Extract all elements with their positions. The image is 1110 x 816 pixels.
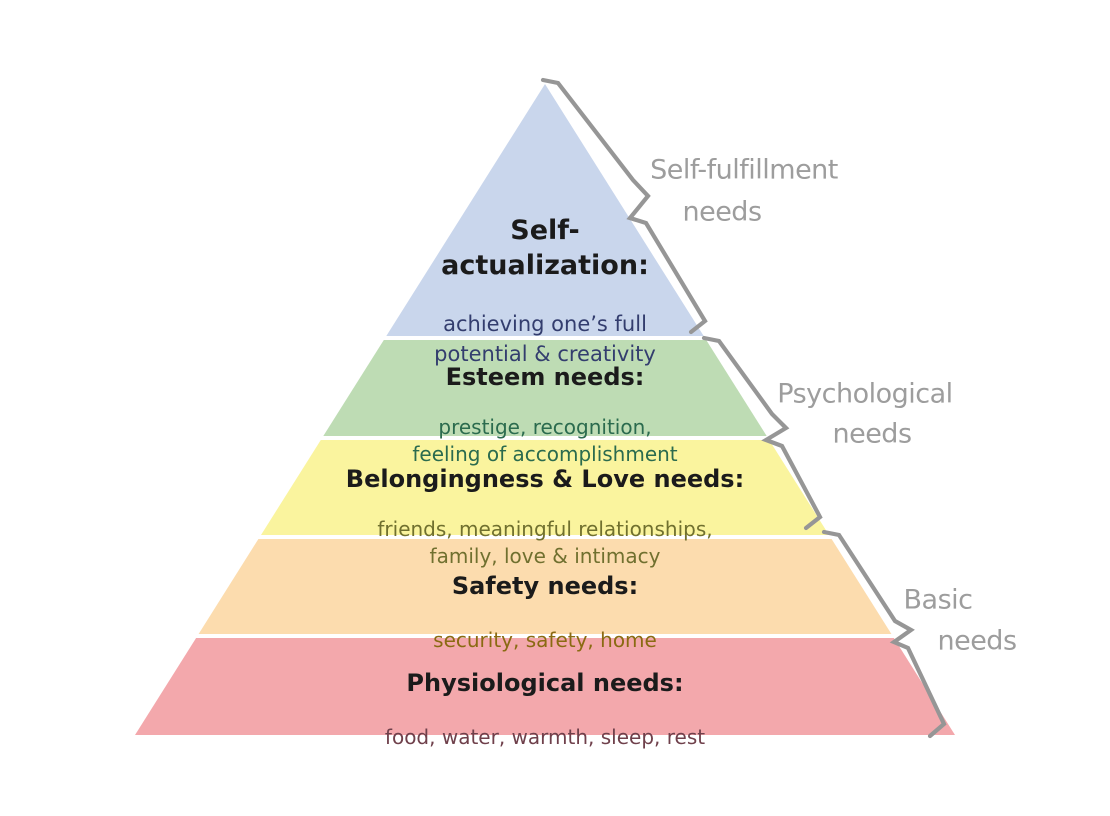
level-safety-subtitle: security, safety, home <box>433 628 657 652</box>
level-belongingness-shape <box>261 440 829 535</box>
level-esteem-subtitle: prestige, recognition, feeling of accomp… <box>412 415 678 466</box>
level-esteem-text: Esteem needs: prestige, recognition, fee… <box>412 343 677 487</box>
level-safety-shape <box>198 539 892 634</box>
level-esteem-shape <box>323 340 767 436</box>
self-fulfillment-label-line1: Self-fulfillment <box>650 154 838 186</box>
level-safety-text: Safety needs: security, safety, home <box>433 552 657 673</box>
level-self-actualization-title: Self- actualization: <box>441 215 649 281</box>
level-belongingness-subtitle: friends, meaningful relationships, famil… <box>377 517 713 568</box>
basic-brace <box>821 529 947 739</box>
level-self-actualization-shape <box>386 84 704 336</box>
psychological-brace <box>701 335 823 531</box>
level-safety-title: Safety needs: <box>451 572 639 600</box>
level-physiological-title: Physiological needs: <box>406 669 684 697</box>
self-fulfillment-brace <box>540 77 708 335</box>
level-belongingness-text: Belongingness & Love needs: friends, mea… <box>346 445 744 589</box>
level-belongingness-title: Belongingness & Love needs: <box>345 465 745 493</box>
self-fulfillment-label-line2: needs <box>682 196 762 228</box>
psychological-label-line2: needs <box>832 418 912 450</box>
level-physiological-text: Physiological needs: food, water, warmth… <box>385 649 705 770</box>
level-physiological-shape <box>135 638 955 735</box>
basic-label-line2: needs <box>937 625 1017 657</box>
level-esteem-title: Esteem needs: <box>445 363 645 391</box>
level-physiological-subtitle: food, water, warmth, sleep, rest <box>384 725 706 749</box>
psychological-label-line1: Psychological <box>777 378 953 410</box>
level-self-actualization-text: Self- actualization: achieving one’s ful… <box>434 194 656 388</box>
basic-label-line1: Basic <box>903 584 973 616</box>
level-self-actualization-subtitle: achieving one’s full potential & creativ… <box>434 312 656 366</box>
